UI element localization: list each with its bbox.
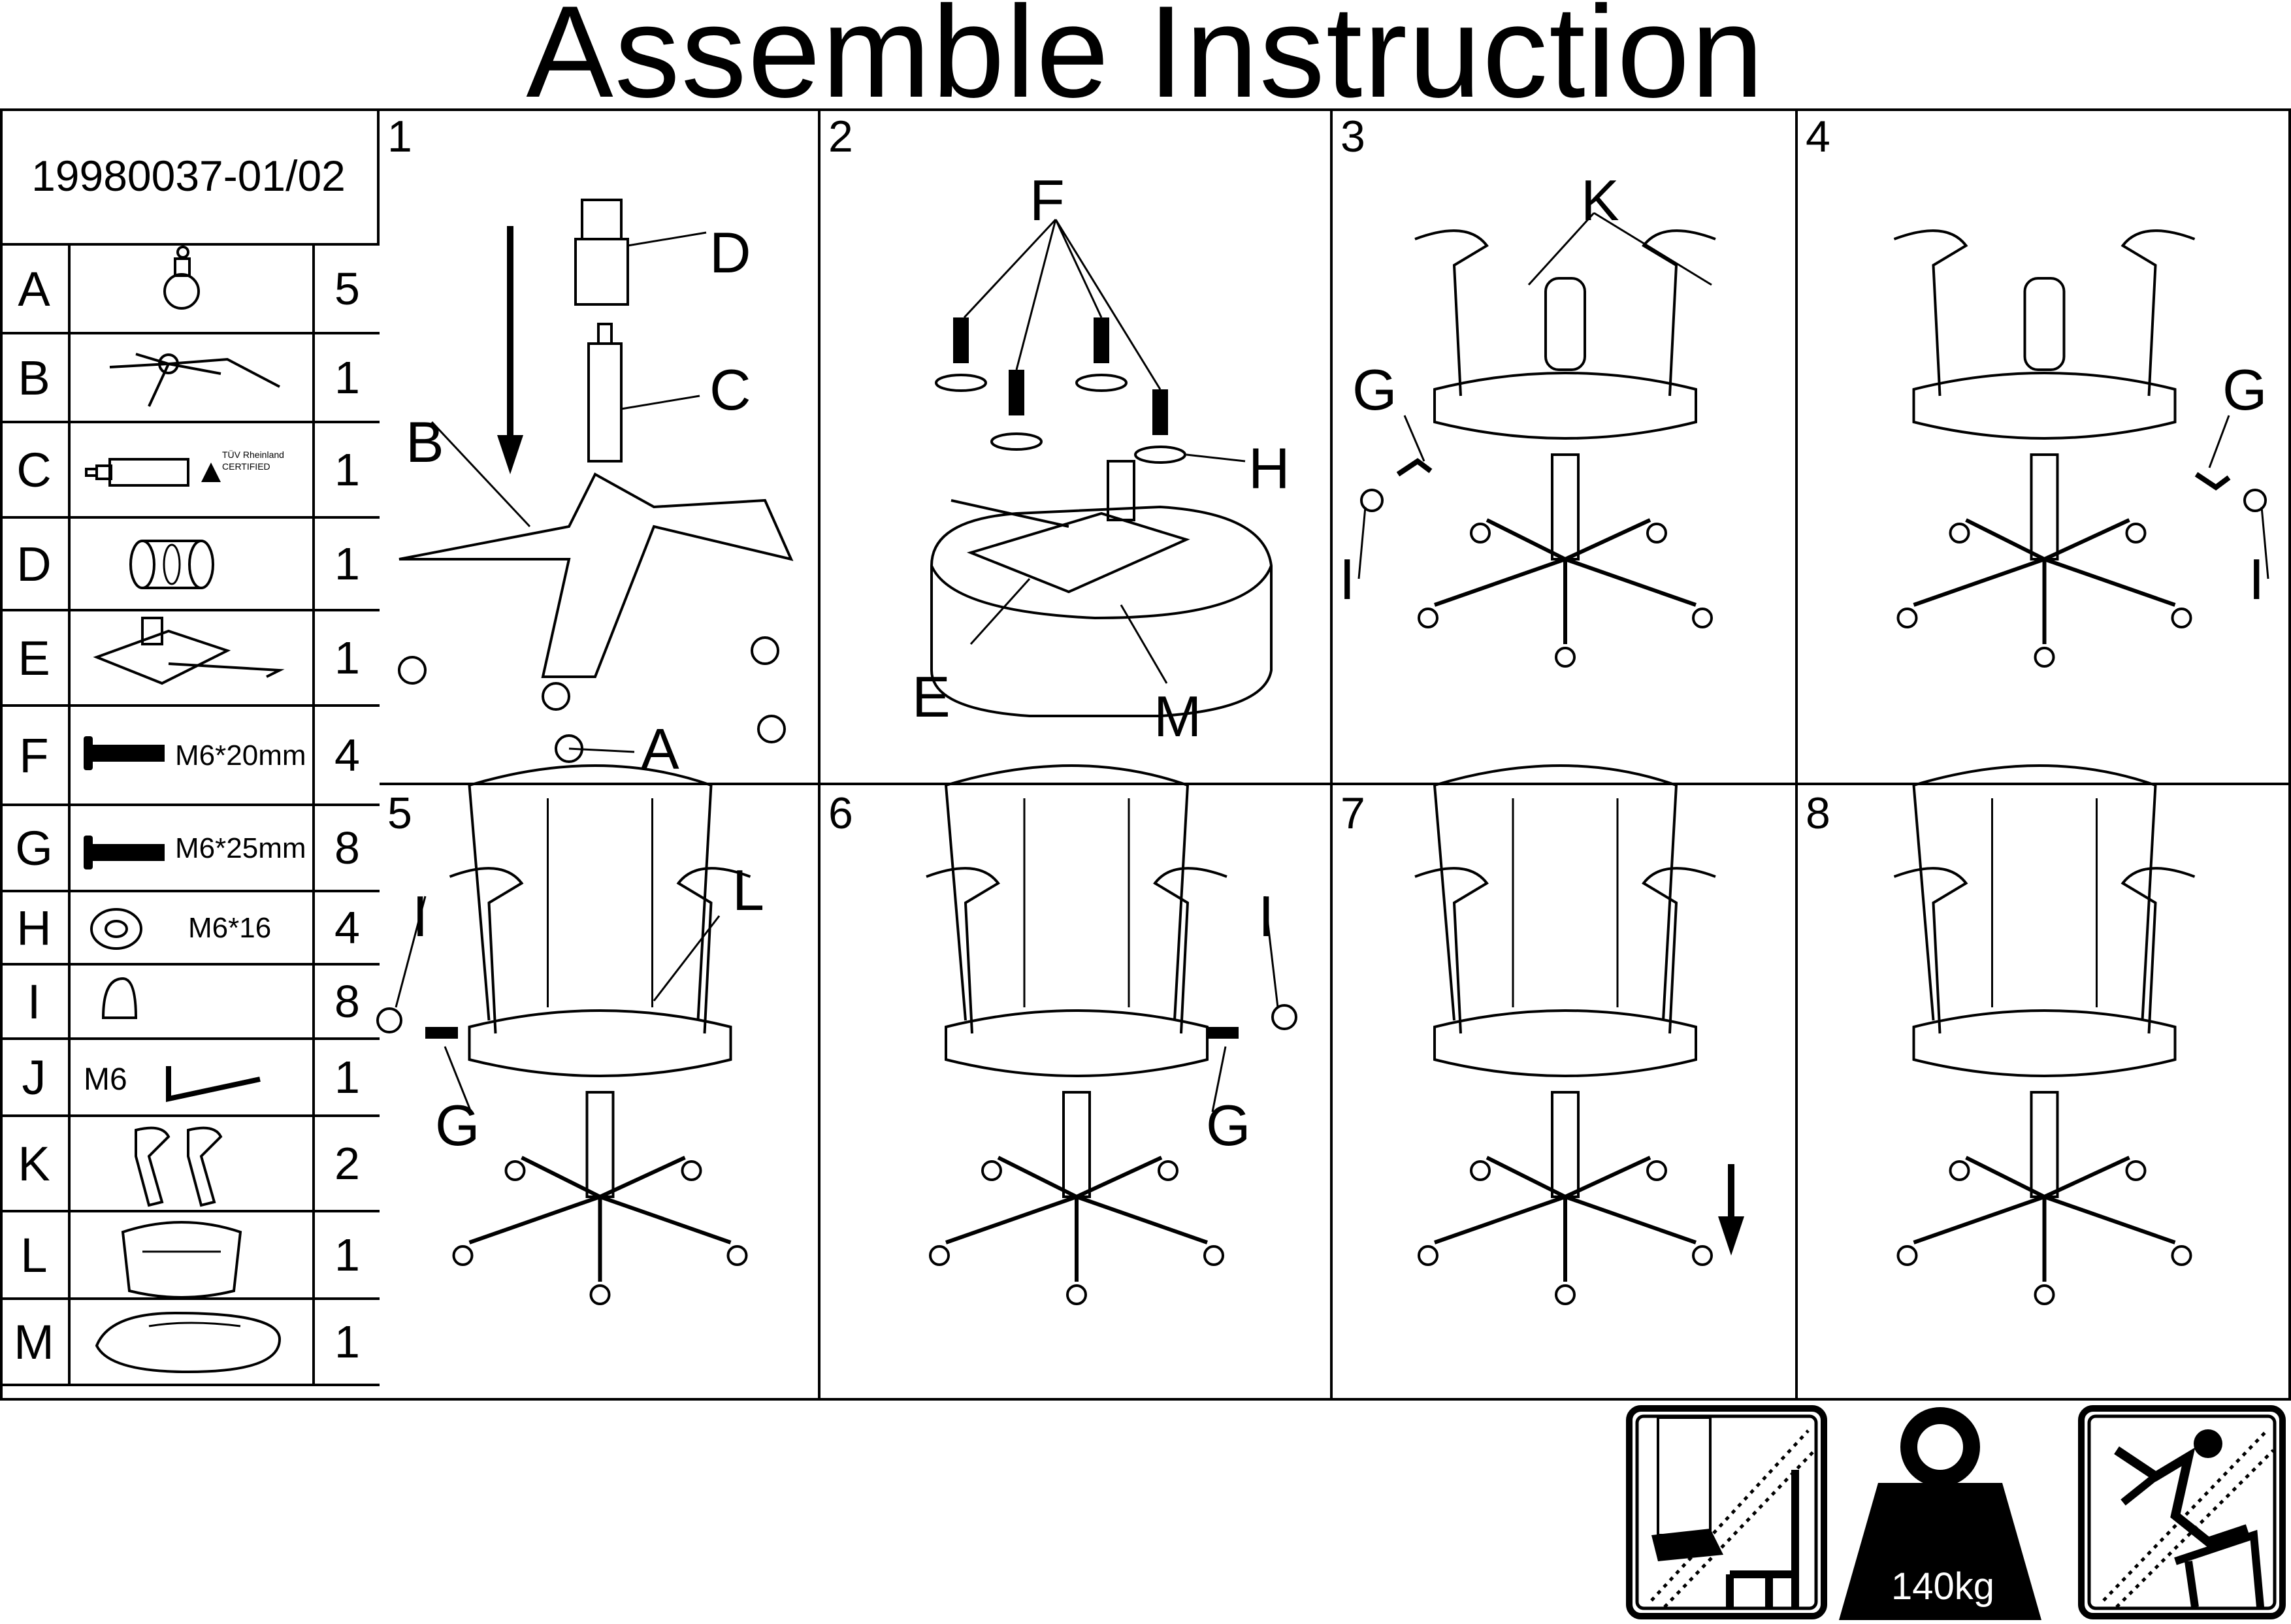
part-letter: F — [0, 707, 71, 804]
part-image — [71, 334, 315, 421]
part-quantity: 4 — [315, 707, 380, 804]
step-number: 2 — [828, 111, 853, 162]
part-quantity: 1 — [315, 1212, 380, 1297]
part-letter: M — [0, 1300, 71, 1384]
part-row: G M6*25mm 8 — [0, 806, 380, 892]
part-spec: M6 — [84, 1062, 127, 1097]
part-quantity: 8 — [315, 806, 380, 890]
part-quantity: 8 — [315, 966, 380, 1037]
part-letter: D — [0, 519, 71, 609]
part-callout-label: I — [2249, 546, 2264, 613]
part-letter: J — [0, 1040, 71, 1114]
part-image — [71, 246, 315, 332]
step-number: 3 — [1340, 111, 1365, 162]
model-number: 19980037-01/02 — [0, 108, 380, 246]
part-callout-label: I — [1258, 883, 1274, 950]
part-image — [71, 611, 315, 704]
part-letter: G — [0, 806, 71, 890]
part-quantity: 1 — [315, 611, 380, 704]
part-callout-label: F — [1030, 167, 1065, 234]
part-spec: M6*16 — [188, 912, 271, 945]
part-letter: K — [0, 1117, 71, 1210]
part-letter: L — [0, 1212, 71, 1297]
part-letter: A — [0, 246, 71, 332]
part-image — [71, 519, 315, 609]
part-image: M6*20mm — [71, 707, 315, 804]
part-quantity: 1 — [315, 1040, 380, 1114]
part-letter: I — [0, 966, 71, 1037]
part-image: M6*16 — [71, 892, 315, 963]
part-quantity: 4 — [315, 892, 380, 963]
part-image — [71, 966, 315, 1037]
no-standing-on-chair-icon — [1625, 1405, 1828, 1620]
part-callout-label: I — [412, 883, 428, 950]
part-image — [71, 1117, 315, 1210]
part-callout-label: E — [912, 664, 951, 730]
step-number: 5 — [387, 788, 412, 839]
max-weight-label: 140kg — [1891, 1565, 1994, 1608]
max-weight-icon: 140kg — [1839, 1405, 2041, 1620]
part-callout-label: L — [732, 857, 764, 924]
part-callout-label: B — [406, 409, 444, 476]
part-letter: C — [0, 423, 71, 516]
step-number: 8 — [1806, 788, 1830, 839]
part-spec: M6*20mm — [175, 739, 306, 772]
part-image: M6*25mm — [71, 806, 315, 890]
part-image: M6 — [71, 1040, 315, 1114]
part-quantity: 1 — [315, 334, 380, 421]
part-row: H M6*16 4 — [0, 892, 380, 966]
part-callout-label: G — [2222, 357, 2267, 423]
part-quantity: 1 — [315, 519, 380, 609]
part-quantity: 5 — [315, 246, 380, 332]
part-callout-label: C — [709, 357, 751, 423]
step-number: 6 — [828, 788, 853, 839]
part-letter: E — [0, 611, 71, 704]
page-title: Assemble Instruction — [0, 0, 2291, 118]
part-callout-label: D — [709, 219, 751, 286]
part-callout-label: G — [1206, 1092, 1250, 1159]
part-spec: M6*25mm — [175, 832, 306, 865]
part-image — [71, 1300, 315, 1384]
step-number: 4 — [1806, 111, 1830, 162]
part-quantity: 1 — [315, 1300, 380, 1384]
part-callout-label: G — [435, 1092, 479, 1159]
part-image — [71, 1212, 315, 1297]
part-callout-label: M — [1154, 683, 1201, 750]
part-row: F M6*20mm 4 — [0, 707, 380, 806]
part-quantity: 2 — [315, 1117, 380, 1210]
step-number: 7 — [1340, 788, 1365, 839]
part-letter: B — [0, 334, 71, 421]
part-quantity: 1 — [315, 423, 380, 516]
no-tipping-chair-icon — [2077, 1405, 2280, 1620]
step-panel-8: 8 — [1798, 785, 2291, 1401]
part-callout-label: G — [1352, 357, 1397, 423]
step-number: 1 — [387, 111, 412, 162]
part-callout-label: K — [1581, 167, 1619, 234]
part-letter: H — [0, 892, 71, 963]
step-panel-7: 7 — [1333, 785, 1798, 1401]
part-callout-label: H — [1248, 435, 1290, 502]
part-row: J M6 1 — [0, 1040, 380, 1117]
part-callout-label: I — [1339, 546, 1355, 613]
